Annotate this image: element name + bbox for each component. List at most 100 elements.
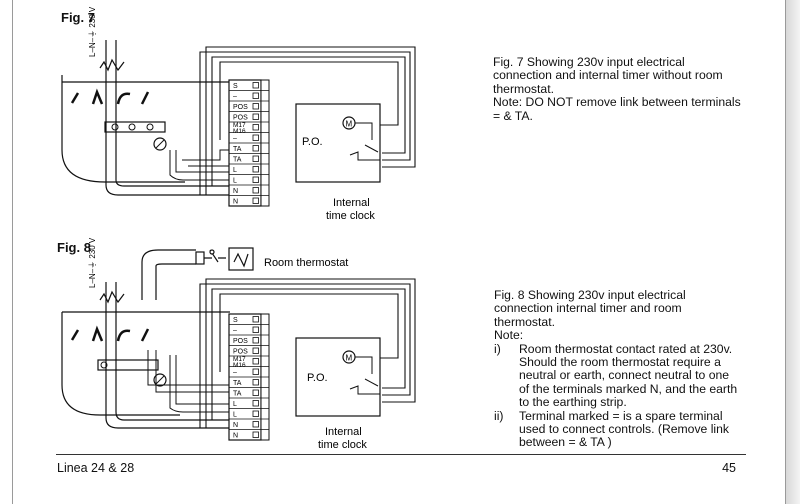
terminal-label: L — [233, 178, 237, 185]
terminal-screw — [252, 410, 259, 417]
fig7-caption-block: Fig. 7 Showing 230v input electrical con… — [493, 55, 741, 123]
terminal-screw — [252, 176, 259, 183]
terminal-label: S — [233, 317, 238, 324]
terminal-label: – — [233, 328, 237, 335]
fig8-timer-label-1: Internal — [325, 426, 362, 438]
fig8-note-list: i) Room thermostat contact rated at 230v… — [494, 341, 742, 450]
fig8-note-text: Room thermostat contact rated at 230v. S… — [519, 341, 738, 410]
terminal-screw — [252, 368, 259, 375]
fig7-note: Note: DO NOT remove link between termina… — [493, 95, 741, 123]
terminal-label: L — [233, 167, 237, 174]
terminal-screw — [252, 337, 259, 344]
fig7-label: Fig. 7 — [61, 10, 95, 25]
fig7-timer-label-2: time clock — [326, 210, 375, 222]
fig8-note-text: Terminal marked = is a spare terminal us… — [519, 408, 729, 450]
terminal-screw — [252, 82, 259, 89]
page-left-border — [12, 0, 13, 504]
fig7-element-symbols — [70, 88, 150, 105]
terminal-label: POS — [233, 349, 248, 356]
fig7-motor-label: M — [346, 120, 353, 129]
footer-title: Linea 24 & 28 — [57, 461, 135, 475]
terminal-label: POS — [233, 104, 248, 111]
fig7-caption: Fig. 7 Showing 230v input electrical con… — [493, 55, 723, 96]
fig8-caption-block: Fig. 8 Showing 230v input electrical con… — [494, 288, 742, 450]
terminal-label: – — [233, 94, 237, 101]
terminal-screw — [252, 187, 259, 194]
fig7-timer-label-1: Internal — [333, 197, 370, 209]
terminal-label: – — [233, 136, 237, 143]
terminal-screw — [252, 400, 259, 407]
fig8-po-box: P.O. M — [295, 337, 381, 417]
page-shadow — [786, 0, 800, 504]
fig8-element-symbols — [70, 325, 150, 342]
page-number: 45 — [722, 461, 736, 475]
terminal-label: TA — [233, 157, 242, 164]
terminal-label: POS — [233, 115, 248, 122]
terminal-label: M17 — [233, 356, 246, 363]
page-right-border — [785, 0, 786, 504]
terminal-label: TA — [233, 380, 242, 387]
terminal-label: N — [233, 188, 238, 195]
fig8-thermostat-label: Room thermostat — [264, 257, 348, 269]
terminal-screw — [252, 358, 259, 365]
terminal-screw — [252, 113, 259, 120]
fig7-supply-cable — [99, 40, 234, 196]
fig7-po-box: P.O. M — [295, 103, 381, 183]
fig7-boiler-housing — [61, 75, 230, 183]
fig7-po-label: P.O. — [302, 136, 323, 148]
fig8-supply-cable — [99, 282, 234, 429]
terminal-screw — [252, 103, 259, 110]
terminal-screw — [252, 389, 259, 396]
terminal-label: M16 — [233, 362, 246, 369]
fig8-harness — [147, 350, 234, 413]
terminal-screw — [252, 124, 259, 131]
terminal-screw — [252, 347, 259, 354]
fig8-earth-strip — [97, 359, 167, 387]
fig7-supply-label: L–N–⏚ 230 V — [88, 6, 97, 57]
terminal-label: N — [233, 422, 238, 429]
terminal-screw — [252, 166, 259, 173]
terminal-label: L — [233, 412, 237, 419]
terminal-screw — [252, 145, 259, 152]
terminal-screw — [252, 197, 259, 204]
fig8-caption: Fig. 8 Showing 230v input electrical con… — [494, 288, 686, 329]
fig8-note-item: ii) Terminal marked = is a spare termina… — [494, 408, 742, 450]
footer-divider — [56, 454, 746, 455]
terminal-label: POS — [233, 338, 248, 345]
terminal-label: TA — [233, 146, 242, 153]
terminal-label: S — [233, 83, 238, 90]
terminal-screw — [252, 421, 259, 428]
terminal-screw — [252, 379, 259, 386]
terminal-screw — [252, 92, 259, 99]
terminal-label: M16 — [233, 128, 246, 135]
terminal-label: – — [233, 370, 237, 377]
fig8-label: Fig. 8 — [57, 240, 91, 255]
terminal-label: M17 — [233, 122, 246, 129]
fig8-room-thermostat — [141, 247, 254, 300]
fig8-po-label: P.O. — [307, 372, 328, 384]
fig7-harness — [169, 149, 234, 181]
fig8-timer-label-2: time clock — [318, 439, 367, 451]
terminal-label: N — [233, 433, 238, 440]
terminal-label: N — [233, 199, 238, 206]
fig8-note-item: i) Room thermostat contact rated at 230v… — [494, 341, 742, 410]
fig8-boiler-housing — [61, 311, 230, 416]
terminal-screw — [252, 155, 259, 162]
fig8-note-index: i) — [494, 341, 501, 356]
fig8-loop-wires — [199, 278, 416, 428]
terminal-screw — [252, 326, 259, 333]
terminal-screw — [252, 316, 259, 323]
fig8-note-title: Note: — [494, 328, 524, 343]
fig7-loop-wires — [199, 46, 416, 195]
terminal-label: L — [233, 401, 237, 408]
terminal-screw — [252, 431, 259, 438]
terminal-screw — [252, 134, 259, 141]
fig8-supply-label: L–N–⏚ 230 V — [88, 237, 97, 288]
fig8-note-index: ii) — [494, 408, 504, 423]
terminal-label: TA — [233, 391, 242, 398]
